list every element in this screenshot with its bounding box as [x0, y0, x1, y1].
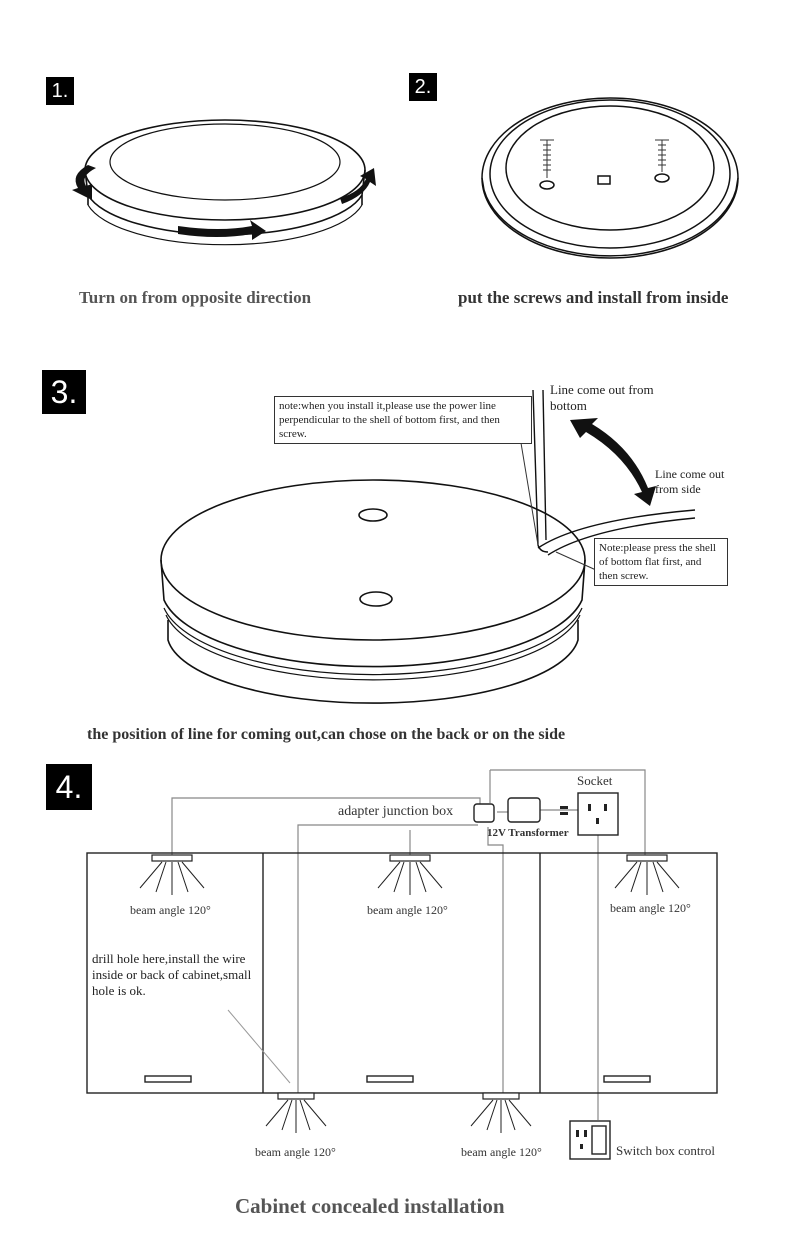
- step-2-caption: put the screws and install from inside: [458, 288, 729, 307]
- mounting-ring-icon: [481, 97, 739, 259]
- note-power-line: note:when you install it,please use the …: [274, 396, 532, 444]
- label-beam-top-center: beam angle 120°: [367, 903, 448, 917]
- label-line-from-side: Line come out from side: [655, 467, 725, 496]
- label-socket: Socket: [577, 773, 613, 788]
- step-2-badge: 2.: [409, 73, 437, 101]
- label-beam-top-right: beam angle 120°: [610, 901, 691, 915]
- puck-back-view-icon: [160, 479, 586, 704]
- screw-icon: [540, 139, 669, 178]
- transformer-icon: [507, 797, 541, 823]
- wiring-diagram: [171, 769, 646, 1120]
- direction-arrow-icon: [570, 418, 656, 506]
- step-4-caption: Cabinet concealed installation: [235, 1194, 505, 1218]
- label-beam-top-left: beam angle 120°: [130, 903, 211, 917]
- label-switch-box-control: Switch box control: [616, 1143, 715, 1158]
- adapter-junction-box-icon: [473, 803, 495, 823]
- step-3-badge: 3.: [42, 370, 86, 414]
- socket-icon: [577, 792, 619, 836]
- step-3-caption: the position of line for coming out,can …: [87, 726, 566, 743]
- rotate-arrow-icon: [72, 165, 376, 240]
- label-beam-bottom-left: beam angle 120°: [255, 1145, 336, 1159]
- switch-box-icon: [569, 1120, 611, 1160]
- note-press-shell: Note:please press the shell of bottom fl…: [594, 538, 728, 586]
- step-1-badge: 1.: [46, 77, 74, 105]
- puck-light-icon: [84, 119, 366, 246]
- step-4-badge: 4.: [46, 764, 92, 810]
- drill-hole-note: drill hole here,install the wire inside …: [92, 951, 252, 998]
- step-1-caption: Turn on from opposite direction: [79, 288, 312, 307]
- label-line-from-bottom: Line come out from bottom: [550, 382, 654, 413]
- label-transformer: 12V Transformer: [487, 827, 569, 839]
- label-adapter-junction-box: adapter junction box: [338, 804, 454, 819]
- label-beam-bottom-right: beam angle 120°: [461, 1145, 542, 1159]
